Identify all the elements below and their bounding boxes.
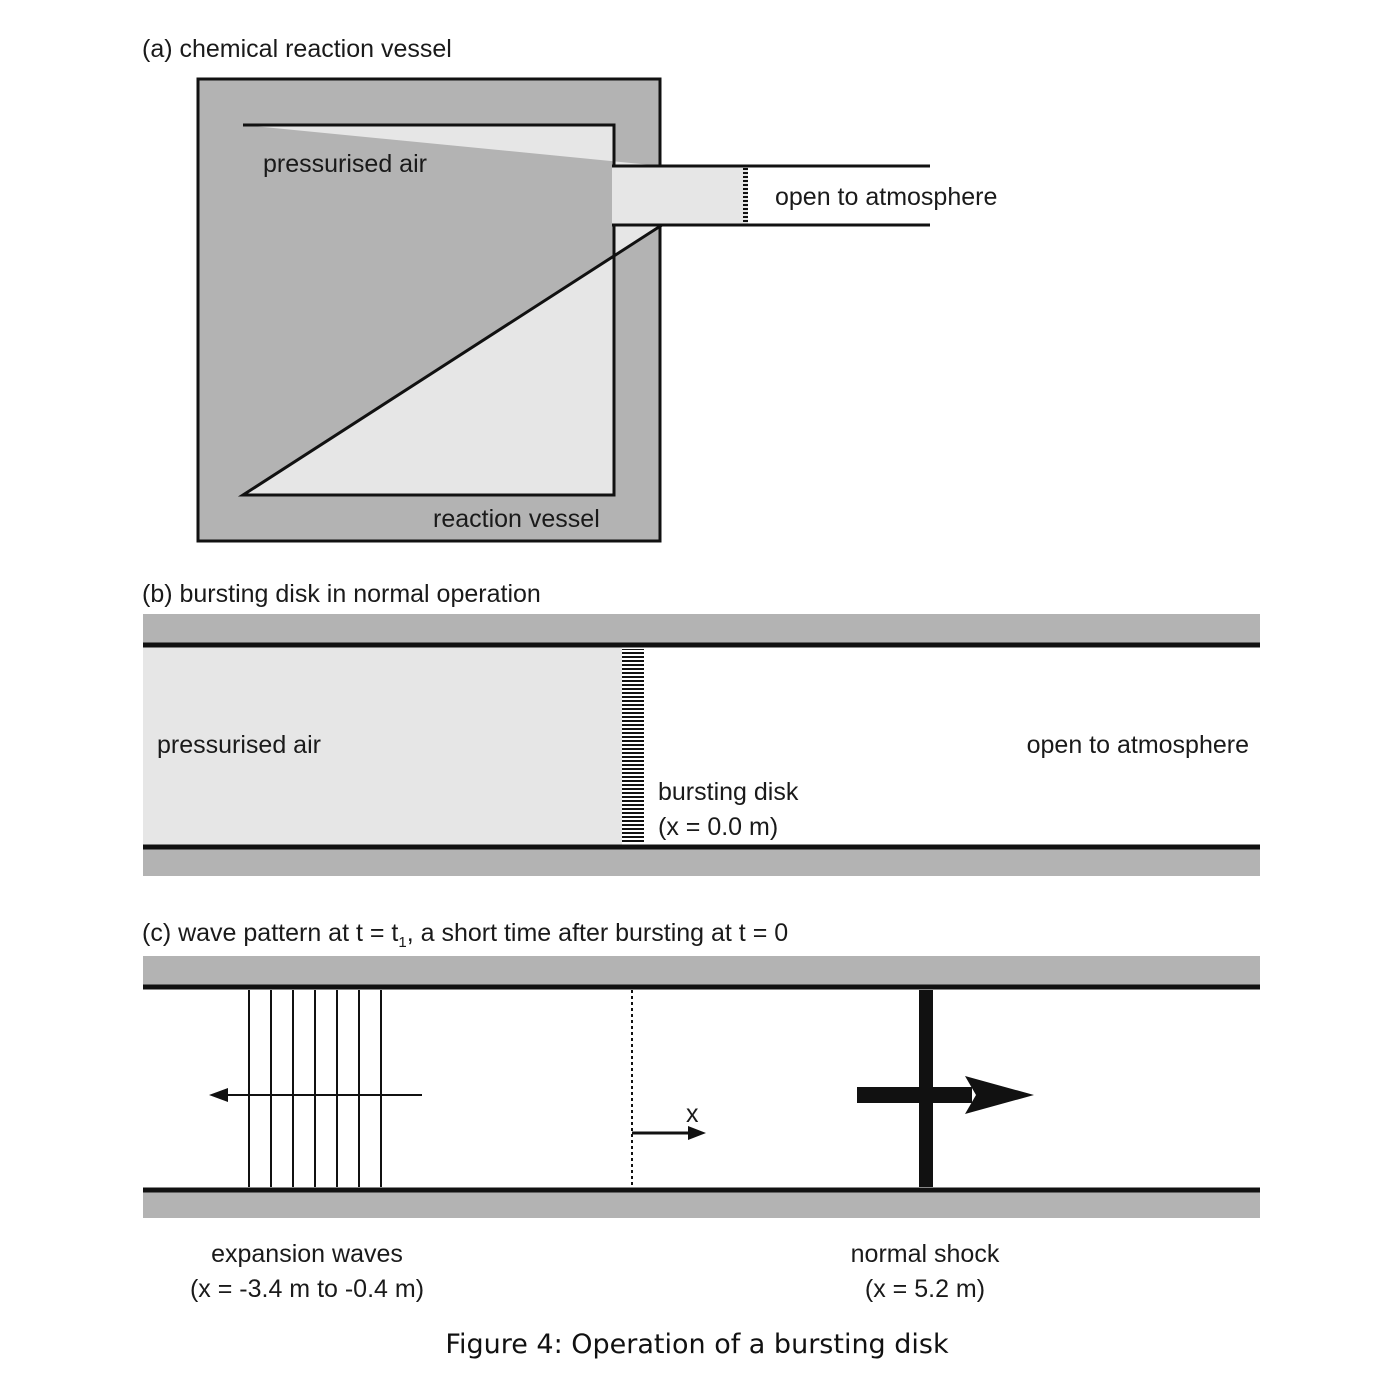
- expansion-waves-range: (x = -3.4 m to -0.4 m): [190, 1275, 424, 1303]
- panel-c-title-suffix: , a short time after bursting at t = 0: [407, 919, 788, 947]
- panel-c-title: (c) wave pattern at t = t1, a short time…: [142, 919, 788, 951]
- expansion-waves-label: expansion waves: [211, 1240, 403, 1268]
- panel-c-title-subscript: 1: [398, 934, 406, 951]
- pressurised-air-region: [143, 646, 622, 846]
- normal-shock-position: (x = 5.2 m): [865, 1275, 985, 1303]
- pipe-top-wall: [143, 614, 1260, 644]
- panel-b-title: (b) bursting disk in normal operation: [142, 580, 541, 608]
- pipe-bottom-wall: [143, 848, 1260, 876]
- shock-direction-arrow: [857, 1076, 1034, 1114]
- figure-caption: Figure 4: Operation of a bursting disk: [445, 1329, 949, 1360]
- panel-c: (c) wave pattern at t = t1, a short time…: [142, 919, 1260, 1303]
- x-axis-arrow: [632, 1126, 706, 1140]
- bursting-disk: [622, 649, 644, 843]
- x-axis-label: x: [686, 1100, 699, 1128]
- pipe-bottom-wall: [143, 1192, 1260, 1218]
- shock-arrowhead: [965, 1076, 1034, 1114]
- panel-b: (b) bursting disk in normal operation pr…: [142, 580, 1260, 876]
- expansion-waves: [248, 990, 382, 1187]
- panel-a-title: (a) chemical reaction vessel: [142, 35, 452, 63]
- panel-a-vessel-label: reaction vessel: [433, 505, 600, 533]
- panel-a: (a) chemical reaction vessel pressurised…: [142, 35, 997, 543]
- panel-b-disk-position: (x = 0.0 m): [658, 813, 778, 841]
- shock-arrow-shaft: [857, 1087, 972, 1103]
- outlet-pipe-air: [612, 165, 748, 225]
- x-axis-arrowhead: [688, 1126, 706, 1140]
- expansion-direction-arrow: [209, 1088, 422, 1102]
- panel-a-inner-label: pressurised air: [263, 150, 427, 178]
- panel-b-right-label: open to atmosphere: [1027, 731, 1249, 759]
- panel-a-outlet-label: open to atmosphere: [775, 183, 997, 211]
- panel-c-title-prefix: (c) wave pattern at t = t: [142, 919, 398, 947]
- normal-shock-label: normal shock: [851, 1240, 1000, 1268]
- panel-b-left-label: pressurised air: [157, 731, 321, 759]
- small-bursting-disk: [743, 167, 748, 224]
- pipe-top-wall: [143, 956, 1260, 986]
- panel-b-disk-label: bursting disk: [658, 778, 799, 806]
- expansion-arrowhead: [209, 1088, 228, 1102]
